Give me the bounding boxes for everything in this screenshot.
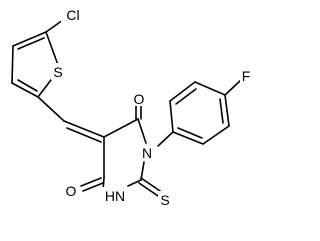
bond-ch-c5pyr xyxy=(63,120,105,138)
bond-n1-c1prime xyxy=(157,131,174,147)
bond-c2-s-a xyxy=(140,177,164,194)
atom-thiophene-sulfur: S xyxy=(53,64,62,80)
atom-labels-layer: Cl S O N F S HN O xyxy=(51,6,253,208)
bond-ph-6 xyxy=(172,131,204,145)
atom-nh-group: HN xyxy=(105,188,125,204)
bond-c2-c3-inner xyxy=(17,37,45,50)
atom-chlorine: Cl xyxy=(66,7,79,23)
bond-ph-2-inner xyxy=(175,88,197,105)
bond-n1-c2 xyxy=(140,161,145,181)
bond-ph-2 xyxy=(169,81,196,102)
atom-nitrogen-n1: N xyxy=(142,145,152,161)
atom-thione-sulfur: S xyxy=(160,192,169,208)
bond-ph-3 xyxy=(194,81,226,96)
bond-c2-c3 xyxy=(12,31,47,47)
bond-c2-cl xyxy=(45,19,64,33)
bond-c5-c6 xyxy=(103,118,139,138)
bond-ph-1 xyxy=(169,100,174,133)
atom-fluorine: F xyxy=(242,68,251,84)
bond-c4-o-a xyxy=(80,177,102,187)
chemical-structure-diagram: Cl S O N F S HN O xyxy=(11,6,253,208)
bond-c4-c5 xyxy=(11,82,39,98)
bond-ph-4 xyxy=(224,94,230,127)
bond-c2-s-b xyxy=(138,182,162,199)
structure-canvas: Cl S O N F S HN O xyxy=(11,6,253,208)
bond-c6-n1 xyxy=(137,118,147,144)
bonds-layer xyxy=(11,19,242,199)
bond-s-c2 xyxy=(45,31,59,66)
bond-ph-5 xyxy=(202,125,230,145)
bond-ph-6-inner xyxy=(177,127,203,139)
bond-c5-ch xyxy=(37,96,65,122)
bond-c4-c5-inner xyxy=(17,79,38,92)
atom-carbonyl-oxygen-bottom: O xyxy=(66,183,77,199)
atom-carbonyl-oxygen-top: O xyxy=(134,91,145,107)
bond-c3-c4 xyxy=(11,45,14,84)
bond-c4prime-f xyxy=(224,79,242,96)
bond-c2-n3 xyxy=(127,179,142,187)
bond-c4-o-b xyxy=(82,182,104,192)
bond-ph-4-inner xyxy=(219,98,224,124)
bond-ch-c5pyr-inner xyxy=(66,127,102,143)
